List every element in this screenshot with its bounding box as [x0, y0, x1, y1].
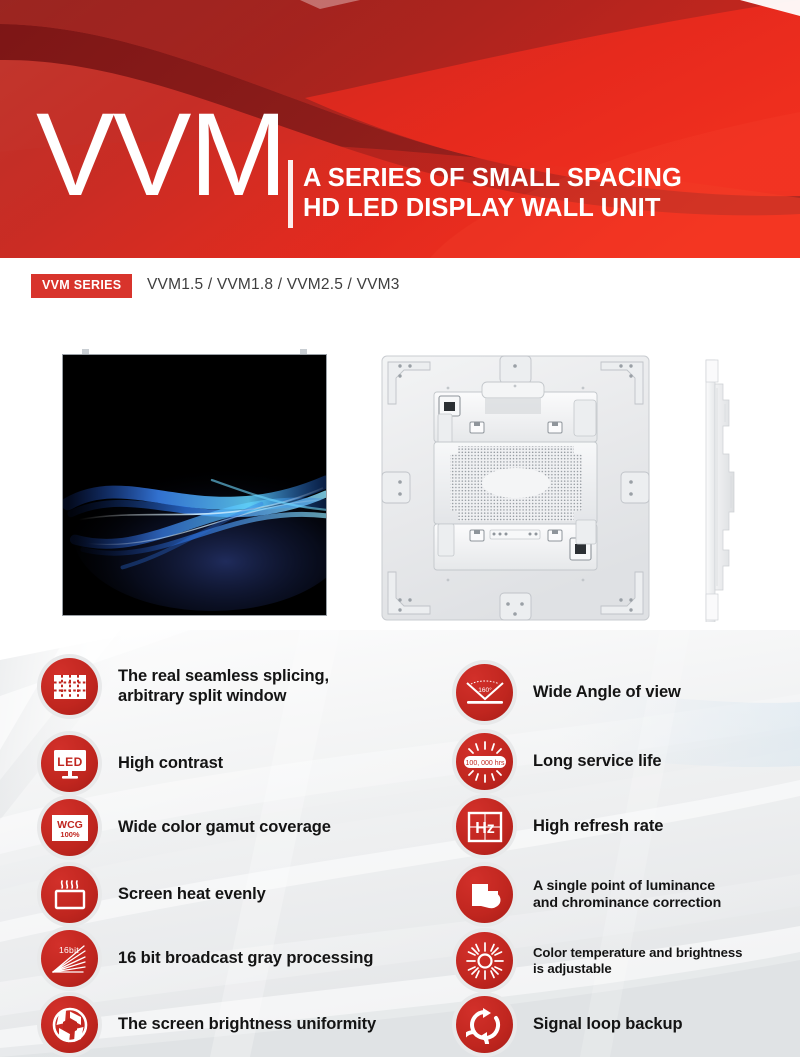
- side-profile-artwork: [705, 359, 735, 622]
- product-screen-front: [62, 349, 327, 616]
- signal-loop-icon: [456, 996, 513, 1053]
- screen-mount-tab-right: [300, 349, 307, 355]
- feature-item-high-refresh: Hz High refresh rate: [456, 798, 800, 855]
- series-badge: VVM SERIES: [31, 274, 133, 298]
- brand-title: VVM: [36, 89, 288, 221]
- led-monitor-icon: LED: [41, 735, 98, 792]
- svg-text:Hz: Hz: [475, 820, 495, 837]
- svg-text:WCG: WCG: [57, 819, 83, 831]
- series-model-list: VVM1.5 / VVM1.8 / VVM2.5 / VVM3: [147, 276, 400, 293]
- feature-label-line-1: Color temperature and brightness: [533, 944, 743, 960]
- feature-item-signal-loop-backup: Signal loop backup: [456, 996, 800, 1053]
- feature-item-16bit-gray: 16bit 16 bit broadcast gray processing: [41, 930, 451, 987]
- feature-label: The real seamless splicing, arbitrary sp…: [118, 667, 329, 706]
- feature-item-high-contrast: LED High contrast: [41, 735, 451, 792]
- headline-line-2: HD LED DISPLAY WALL UNIT: [303, 194, 661, 222]
- feature-label-line-2: arbitrary split window: [118, 686, 287, 705]
- banner-decorative-curves: [0, 0, 800, 258]
- aperture-brightness-icon: [41, 996, 98, 1053]
- svg-text:LED: LED: [57, 755, 83, 769]
- feature-label: Screen heat evenly: [118, 884, 266, 903]
- refresh-rate-icon: Hz: [456, 798, 513, 855]
- headline-line-1: A SERIES OF SMALL SPACING: [303, 164, 682, 192]
- svg-text:100, 000 hrs: 100, 000 hrs: [465, 760, 504, 767]
- 16bit-gray-icon: 16bit: [41, 930, 98, 987]
- feature-label: Wide color gamut coverage: [118, 817, 331, 836]
- feature-label: Wide Angle of view: [533, 682, 681, 701]
- split-window-icon: [41, 658, 98, 715]
- feature-label: Color temperature and brightness is adju…: [533, 945, 742, 977]
- feature-label: A single point of luminance and chromina…: [533, 878, 721, 912]
- feature-label-line-2: and chrominance correction: [533, 894, 722, 911]
- headline: A SERIES OF SMALL SPACING HD LED DISPLAY…: [303, 163, 682, 223]
- feature-label: High refresh rate: [533, 816, 664, 835]
- svg-text:16bit: 16bit: [59, 945, 79, 955]
- feature-label-line-1: The real seamless splicing,: [118, 667, 329, 685]
- product-side-profile: [698, 354, 758, 622]
- point-correction-icon: [456, 866, 513, 923]
- feature-item-point-correction: A single point of luminance and chromina…: [456, 866, 800, 923]
- feature-item-long-service-life: 100, 000 hrs Long service life: [456, 733, 800, 790]
- headline-divider-rule: [288, 160, 293, 228]
- service-life-icon: 100, 000 hrs: [456, 733, 513, 790]
- feature-item-screen-heat: Screen heat evenly: [41, 866, 451, 923]
- heat-dissipation-icon: [41, 866, 98, 923]
- feature-item-wide-angle: 160° Wide Angle of view: [456, 664, 800, 721]
- svg-text:160°: 160°: [478, 686, 492, 694]
- feature-label-line-1: A single point of luminance: [533, 877, 716, 894]
- screen-display-face: [62, 354, 327, 616]
- screen-content-artwork: [63, 355, 326, 615]
- screen-mount-tab-left: [82, 349, 89, 355]
- feature-label: Long service life: [533, 751, 662, 770]
- series-bar: VVM SERIES VVM1.5 / VVM1.8 / VVM2.5 / VV…: [0, 258, 800, 320]
- header-banner: VVM A SERIES OF SMALL SPACING HD LED DIS…: [0, 0, 800, 258]
- cabinet-back-artwork: [381, 355, 650, 621]
- feature-label: The screen brightness uniformity: [118, 1014, 377, 1033]
- features-section: The real seamless splicing, arbitrary sp…: [0, 630, 800, 1057]
- feature-item-wide-color-gamut: WCG 100% Wide color gamut coverage: [41, 799, 451, 856]
- feature-item-brightness-uniformity: The screen brightness uniformity: [41, 996, 451, 1053]
- features-background-swooshes: [0, 630, 800, 1057]
- svg-text:100%: 100%: [60, 830, 80, 839]
- color-temperature-icon: [456, 932, 513, 989]
- feature-label: Signal loop backup: [533, 1014, 683, 1033]
- feature-label: High contrast: [118, 753, 224, 772]
- feature-item-color-temperature: Color temperature and brightness is adju…: [456, 932, 800, 989]
- wide-color-gamut-icon: WCG 100%: [41, 799, 98, 856]
- product-cabinet-back: [378, 352, 653, 624]
- feature-label: 16 bit broadcast gray processing: [118, 948, 374, 967]
- feature-item-seamless-splicing: The real seamless splicing, arbitrary sp…: [41, 658, 451, 715]
- product-images-row: [0, 320, 800, 630]
- feature-label-line-2: is adjustable: [533, 960, 612, 976]
- features-grid: The real seamless splicing, arbitrary sp…: [0, 630, 800, 1057]
- viewing-angle-icon: 160°: [456, 664, 513, 721]
